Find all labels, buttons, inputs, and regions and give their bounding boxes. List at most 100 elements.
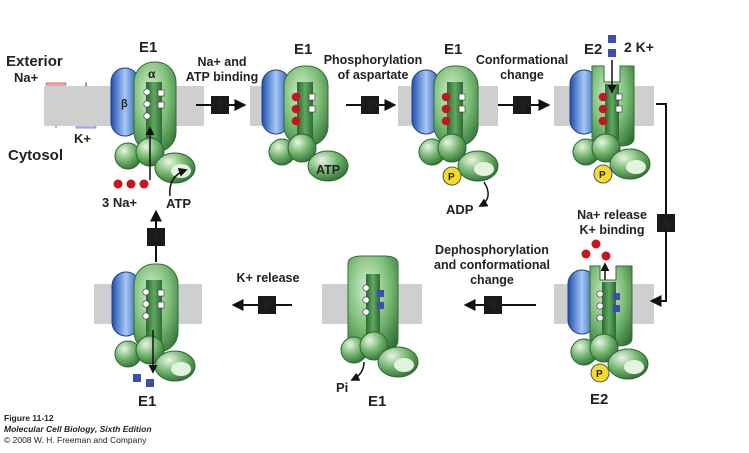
step-5-box	[484, 296, 502, 314]
binding-site	[615, 93, 623, 101]
step-5-label-line-1: Dephosphorylation	[435, 243, 549, 257]
step-6-box	[258, 296, 276, 314]
domain-p	[307, 150, 349, 182]
step-1-label-line-1: Na+ and	[198, 55, 247, 69]
step-1: Na+ and ATP binding 1	[186, 55, 258, 114]
atp-pocket	[171, 164, 191, 178]
step-4-arrow	[649, 103, 667, 307]
step-4: 4 Na+ release K+ binding	[577, 103, 675, 307]
three-na-label: 3 Na+	[102, 195, 137, 210]
step-4-number: 4	[662, 216, 670, 231]
domain-a	[437, 133, 467, 163]
atp-pocket	[624, 360, 644, 374]
state-label-2: E1	[294, 41, 312, 58]
step-7-box	[147, 228, 165, 246]
adp-release-arrow	[478, 181, 489, 207]
state-label-6: E1	[368, 393, 386, 410]
released-potassium-ion	[133, 374, 141, 382]
potassium-ion	[377, 290, 384, 297]
released-potassium-ion	[146, 379, 154, 387]
binding-site	[142, 300, 150, 308]
sodium-ion	[291, 92, 301, 102]
binding-site	[143, 100, 151, 108]
step-1-box	[211, 96, 229, 114]
sodium-ion	[126, 179, 136, 189]
potassium-ion	[608, 49, 616, 57]
step-2-label-line-1: Phosphorylation	[324, 53, 423, 67]
step-4-box	[657, 214, 675, 232]
phosphate-label: P	[448, 172, 455, 183]
step-7: 7	[147, 209, 165, 262]
potassium-ion	[608, 35, 616, 43]
sodium-ion	[598, 116, 608, 126]
binding-site	[157, 101, 165, 109]
pump-state-6: Pi E1	[336, 255, 419, 410]
ion-channel	[146, 280, 162, 346]
atp-label: ATP	[166, 196, 191, 211]
phosphate-label: P	[599, 170, 606, 181]
binding-site	[596, 302, 604, 310]
step-4-label-line-2: K+ binding	[580, 223, 645, 237]
pump-state-5: P E2	[567, 239, 649, 408]
pump-state-1: β α 3 Na+ ATP E1	[102, 39, 196, 211]
state-label-7: E1	[138, 393, 156, 410]
phosphate-label: P	[596, 369, 603, 380]
exterior-label: Exterior	[6, 53, 63, 70]
bound-atp-label: ATP	[316, 163, 340, 177]
sodium-ion	[291, 116, 301, 126]
step-1-label-line-2: ATP binding	[186, 70, 258, 84]
sodium-ion	[139, 179, 149, 189]
atp-pocket	[626, 160, 646, 174]
atp-entry-arrow	[169, 168, 188, 197]
step-3-box	[513, 96, 531, 114]
figure-caption: Figure 11-12 Molecular Cell Biology, Six…	[4, 413, 152, 445]
binding-site	[142, 288, 150, 296]
sodium-ion	[441, 92, 451, 102]
binding-site	[143, 88, 151, 96]
sodium-ion	[113, 179, 123, 189]
step-3-number: 3	[518, 98, 525, 113]
copyright: © 2008 W. H. Freeman and Company	[4, 435, 147, 445]
binding-site	[157, 289, 165, 297]
cytosol-label: Cytosol	[8, 147, 63, 164]
binding-site	[157, 301, 165, 309]
binding-site	[308, 93, 316, 101]
binding-site	[308, 105, 316, 113]
step-5-label-line-2: and conformational	[434, 258, 550, 272]
beta-label: β	[121, 98, 128, 110]
step-6-label: K+ release	[237, 271, 300, 285]
binding-site	[458, 93, 466, 101]
state-label-3: E1	[444, 41, 462, 58]
atp-pocket	[171, 362, 191, 376]
binding-site	[142, 312, 150, 320]
step-6: K+ release 6	[231, 271, 300, 314]
binding-site	[157, 89, 165, 97]
phosphate-icon	[593, 164, 613, 184]
ion-channel	[366, 274, 380, 338]
step-6-number: 6	[263, 298, 270, 313]
state-label-5: E2	[590, 391, 608, 408]
domain-a	[135, 335, 165, 365]
pi-label: Pi	[336, 380, 348, 395]
sodium-ion	[441, 116, 451, 126]
binding-site	[143, 112, 151, 120]
step-2-number: 2	[366, 98, 373, 113]
step-3-label-line-2: change	[500, 68, 544, 82]
step-2: Phosphorylation of aspartate 2	[324, 53, 423, 114]
ion-channel	[605, 84, 619, 140]
binding-site	[362, 308, 370, 316]
domain-a	[287, 133, 317, 163]
potassium-ion	[377, 302, 384, 309]
binding-site	[362, 296, 370, 304]
binding-site	[615, 105, 623, 113]
domain-a	[591, 133, 621, 163]
step-3: Conformational change 3	[476, 53, 568, 114]
domain-a	[589, 333, 619, 363]
alpha-label: α	[148, 67, 156, 81]
pump-state-2: ATP E1	[261, 41, 349, 182]
step-5: Dephosphorylation and conformational cha…	[434, 243, 550, 314]
legend-na-label: Na+	[14, 70, 39, 85]
step-2-label-line-2: of aspartate	[338, 68, 409, 82]
step-1-number: 1	[216, 98, 223, 113]
